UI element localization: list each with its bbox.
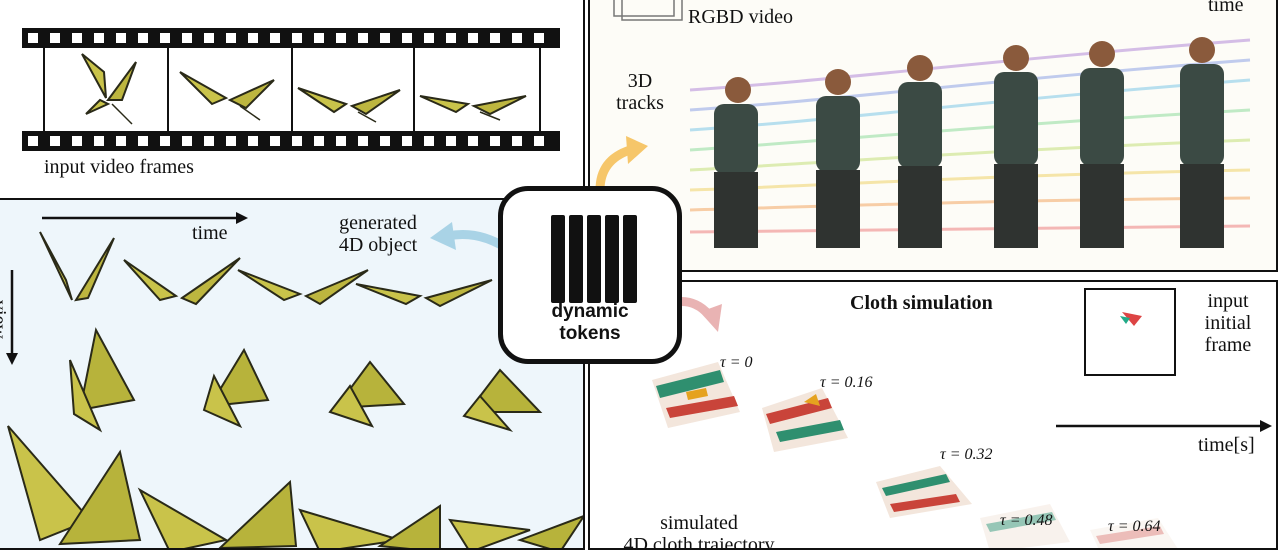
tau-label-3: τ = 0.48 xyxy=(1000,512,1053,529)
tracks-panel: RGBD video time 3D tracks xyxy=(588,0,1278,272)
tau-label-4: τ = 0.64 xyxy=(1108,518,1161,535)
butterfly-r3c1 xyxy=(7,425,142,546)
person-silhouettes xyxy=(714,37,1224,248)
motion-tracks xyxy=(689,38,1251,234)
rgbd-video-icon xyxy=(613,0,683,21)
cloth-simulation-title: Cloth simulation xyxy=(850,292,993,314)
dynamic-tokens-label: dynamic tokens xyxy=(551,301,629,344)
3d-tracks-label: 3D tracks xyxy=(616,70,664,114)
cloth-time-axis xyxy=(652,362,1272,548)
cloth-frames xyxy=(652,362,1178,548)
butterfly-r1c3 xyxy=(237,269,369,306)
rgbd-video-label: RGBD video xyxy=(688,6,793,28)
tau-label-0: τ = 0 xyxy=(720,354,753,371)
butterfly-r2c1 xyxy=(69,327,136,433)
tau-label-1: τ = 0.16 xyxy=(820,374,873,391)
butterfly-r3c2 xyxy=(137,479,298,548)
butterfly-frame-4 xyxy=(419,95,527,121)
film-strip xyxy=(22,28,560,151)
butterfly-frame-2 xyxy=(179,71,275,121)
generated-4d-panel: time view generated 4D object xyxy=(0,198,585,550)
input-initial-frame-label: input initial frame xyxy=(1204,290,1252,356)
time-label: time xyxy=(192,222,228,244)
view-axis-arrow xyxy=(6,270,18,365)
butterfly-frame-1 xyxy=(81,53,137,125)
butterfly-r3c3 xyxy=(298,504,441,548)
butterfly-r2c3 xyxy=(328,360,407,428)
butterfly-r2c2 xyxy=(202,347,270,429)
input-video-caption: input video frames xyxy=(44,156,194,178)
tau-label-2: τ = 0.32 xyxy=(940,446,993,463)
time-axis-arrow xyxy=(42,212,248,224)
tracks-time-label: time xyxy=(1208,0,1244,16)
track-scene xyxy=(689,37,1251,248)
cloth-time-axis-label: time[s] xyxy=(1198,434,1255,456)
butterfly-r2c4 xyxy=(462,368,543,432)
butterfly-frame-3 xyxy=(297,87,401,123)
initial-frame-thumbnail xyxy=(1120,312,1142,326)
cloth-simulation-panel: Cloth simulation input initial frame tim… xyxy=(588,280,1278,550)
butterfly-r1c4 xyxy=(355,279,493,308)
input-video-panel: input video frames xyxy=(0,0,585,200)
butterfly-r1c2 xyxy=(123,257,241,306)
generated-4d-label: generated 4D object xyxy=(338,212,418,256)
token-stack-icon xyxy=(551,215,637,303)
butterfly-r1c1 xyxy=(39,231,115,302)
dynamic-tokens-hub: dynamic tokens xyxy=(498,186,682,364)
input-initial-frame-box xyxy=(1084,288,1176,376)
simulated-cloth-label: simulated 4D cloth trajectory xyxy=(623,512,775,550)
